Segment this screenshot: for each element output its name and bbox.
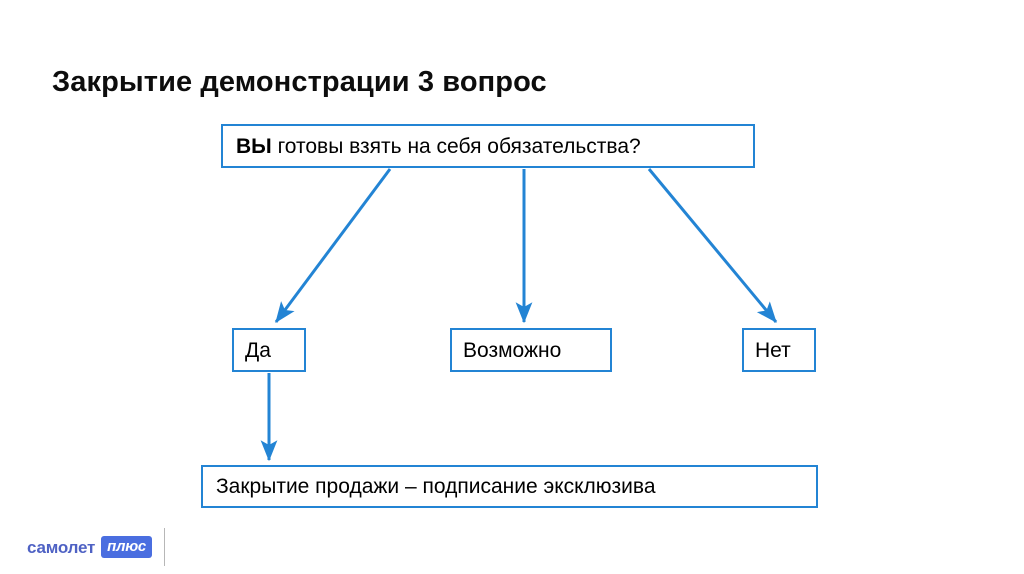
outcome-label: Закрытие продажи – подписание эксклюзива	[216, 475, 656, 498]
option-label-no: Нет	[755, 338, 791, 362]
footer-divider	[164, 528, 165, 566]
brand-logo-badge: плюс	[101, 536, 152, 558]
option-label-yes: Да	[245, 338, 271, 362]
flowchart-node-no[interactable]: Нет	[742, 328, 816, 372]
question-emphasis: ВЫ	[236, 134, 272, 158]
page-title-emphasis: 3	[417, 66, 435, 99]
brand-logo-word: самолет	[27, 537, 96, 557]
option-label-maybe: Возможно	[463, 338, 562, 362]
question-rest: готовы взять на себя обязательства?	[271, 134, 641, 158]
connector-question-to-yes	[274, 168, 392, 323]
flowchart-node-maybe[interactable]: Возможно	[450, 328, 612, 372]
flowchart-node-question[interactable]: ВЫ готовы взять на себя обязательства?	[221, 124, 755, 168]
page-title-before: Закрытие демонстрации	[52, 66, 418, 99]
flowchart-node-outcome[interactable]: Закрытие продажи – подписание эксклюзива	[201, 465, 818, 508]
page-title: Закрытие демонстрации 3 вопрос	[52, 63, 547, 101]
connector-question-to-no	[647, 168, 778, 323]
question-text: ВЫ готовы взять на себя обязательства?	[236, 136, 641, 157]
brand-logo: самолет плюс	[27, 535, 152, 559]
flowchart-node-yes[interactable]: Да	[232, 328, 306, 372]
page-title-after: вопрос	[434, 66, 547, 99]
